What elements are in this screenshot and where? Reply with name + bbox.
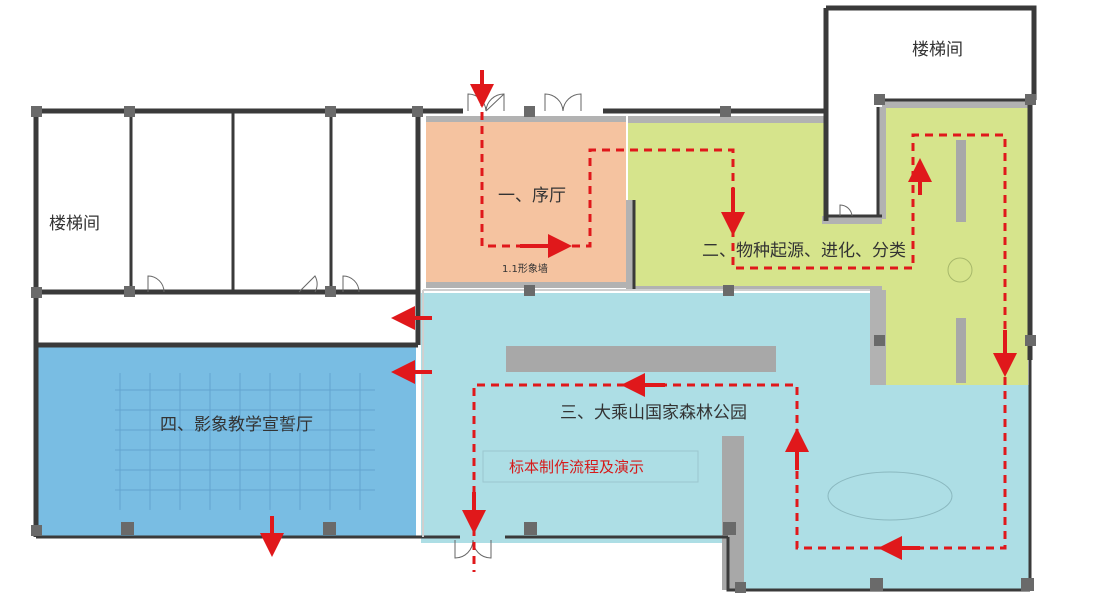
hall-area xyxy=(36,345,416,537)
park-area xyxy=(421,293,886,543)
wall-columns xyxy=(31,94,1036,593)
stair-top-area xyxy=(826,8,1034,96)
outer-wall-left-block xyxy=(33,108,463,537)
label-park: 三、大乘山国家森林公园 xyxy=(560,403,747,423)
display-case-1 xyxy=(956,140,966,222)
inner-wall-park xyxy=(422,289,870,537)
pond-ellipse xyxy=(827,471,953,521)
label-image-wall: 1.1形象墙 xyxy=(502,262,548,275)
species-wall-east-top xyxy=(882,100,1028,108)
species-wall-bottom xyxy=(628,286,882,291)
display-counter xyxy=(506,346,776,372)
display-case-2 xyxy=(956,318,966,383)
inner-wall-species xyxy=(632,98,1030,290)
species-wall-east-left xyxy=(878,107,886,219)
species-circle xyxy=(947,257,973,283)
label-hall: 四、影象教学宣誓厅 xyxy=(160,415,313,435)
visitor-route xyxy=(472,70,1007,572)
label-specimen: 标本制作流程及演示 xyxy=(509,458,644,476)
outer-wall-bottom xyxy=(36,360,1032,592)
species-wall-inner xyxy=(822,216,882,224)
species-wall-left xyxy=(626,200,634,290)
label-stair-left: 楼梯间 xyxy=(49,214,100,234)
label-stair-top: 楼梯间 xyxy=(912,40,963,60)
hall-seating xyxy=(115,373,375,510)
display-wall-vertical xyxy=(722,436,744,590)
label-foyer: 一、序厅 xyxy=(498,186,566,206)
foyer-wall-top xyxy=(426,116,626,122)
inner-wall-rooms xyxy=(129,111,333,292)
route-arrows xyxy=(260,70,1017,560)
stair-left-area xyxy=(36,116,131,292)
species-area-lower xyxy=(628,222,882,290)
outer-wall-top-right xyxy=(603,5,1037,360)
foyer-area xyxy=(426,116,626,288)
specimen-box xyxy=(482,450,699,483)
label-species: 二、物种起源、进化、分类 xyxy=(702,241,906,261)
species-wall-top xyxy=(628,116,824,123)
